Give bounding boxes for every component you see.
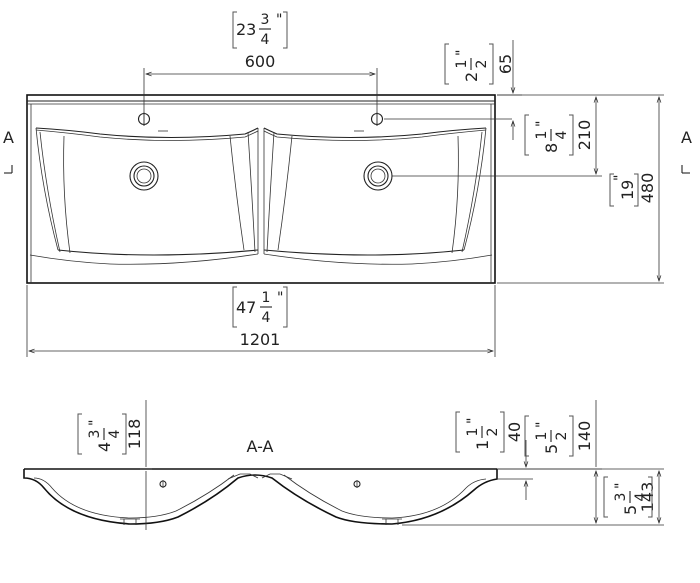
- svg-text:3: 3: [613, 493, 629, 502]
- total-height-inch: 5 3 4 ": [603, 476, 653, 518]
- svg-text:3: 3: [261, 12, 270, 28]
- svg-text:4: 4: [262, 310, 271, 326]
- svg-text:": ": [534, 121, 550, 127]
- svg-text:": ": [465, 418, 481, 424]
- right-bowl: [263, 127, 493, 265]
- drain-left: [129, 161, 159, 191]
- svg-text:": ": [277, 290, 283, 306]
- svg-text:1: 1: [454, 60, 470, 69]
- depth-dimension: 480 19 ": [497, 94, 664, 284]
- bowl-depth-dimension: 140 5 1 2 ": [524, 400, 602, 523]
- svg-text:4: 4: [554, 130, 570, 139]
- svg-text:4: 4: [95, 442, 114, 452]
- svg-text:": ": [534, 422, 550, 428]
- basin-outline: [26, 94, 496, 284]
- svg-text:5: 5: [621, 505, 640, 515]
- svg-text:": ": [612, 175, 628, 181]
- drain-offset-mm: 210: [575, 120, 594, 151]
- depth-inch: 19 ": [609, 173, 639, 207]
- section-marker-right: A: [681, 128, 692, 174]
- drain-offset-inch: 8 1 4 ": [524, 114, 574, 156]
- svg-text:2: 2: [474, 60, 490, 69]
- rim-height-mm: 118: [125, 419, 144, 450]
- svg-text:47: 47: [236, 298, 256, 317]
- section-title: A-A: [247, 437, 274, 456]
- svg-text:4: 4: [261, 32, 270, 48]
- svg-text:": ": [454, 50, 470, 56]
- svg-text:2: 2: [462, 72, 481, 82]
- depth-mm: 480: [638, 173, 657, 204]
- total-height-dimension: 143 5 3 4 ": [402, 468, 664, 526]
- svg-text:": ": [87, 420, 103, 426]
- bowl-depth-inch: 5 1 2 ": [524, 415, 574, 457]
- tap-spacing-dimension: 600 23 3 4 ": [143, 11, 378, 126]
- drain-offset-dimension: 210 8 1 4 ": [384, 94, 602, 177]
- svg-text:4: 4: [633, 492, 649, 501]
- width-inch: 47 1 4 ": [232, 286, 288, 328]
- svg-text:5: 5: [542, 444, 561, 454]
- width-mm: 1201: [240, 330, 281, 349]
- tap-offset-mm: 65: [496, 54, 515, 74]
- section-view: A-A 118 4: [23, 400, 664, 530]
- svg-text:19: 19: [618, 180, 637, 200]
- svg-text:1: 1: [534, 131, 550, 140]
- rim-height-dimension: 118 4 3 4 ": [77, 400, 152, 530]
- svg-text:4: 4: [107, 429, 123, 438]
- drain-right: [363, 161, 393, 191]
- svg-text:1: 1: [473, 440, 492, 450]
- section-letter-left: A: [3, 128, 14, 147]
- section-letter-right: A: [681, 128, 692, 147]
- svg-text:8: 8: [542, 143, 561, 153]
- svg-text:": ": [276, 12, 282, 28]
- top-view: A A 600 23 3 4 ": [3, 11, 692, 357]
- thickness-mm: 40: [505, 422, 524, 442]
- section-marker-left: A: [3, 128, 14, 174]
- svg-text:2: 2: [554, 432, 570, 441]
- svg-text:23: 23: [236, 20, 256, 39]
- svg-text:1: 1: [465, 428, 481, 437]
- svg-text:": ": [613, 483, 629, 489]
- width-dimension: 1201 47 1 4 ": [26, 285, 496, 357]
- tap-spacing-inch: 23 3 4 ": [232, 11, 288, 49]
- tap-offset-inch: 2 1 2 ": [444, 43, 494, 85]
- svg-text:1: 1: [262, 290, 271, 306]
- svg-text:3: 3: [87, 430, 103, 439]
- bowl-depth-mm: 140: [575, 421, 594, 452]
- thickness-dimension: 40 1 1 2 ": [455, 411, 533, 500]
- thickness-inch: 1 1 2 ": [455, 411, 505, 453]
- svg-text:2: 2: [485, 428, 501, 437]
- svg-text:1: 1: [534, 432, 550, 441]
- left-bowl: [29, 127, 259, 265]
- rim-height-inch: 4 3 4 ": [77, 413, 127, 455]
- tap-offset-dimension: 65 2 1 2 ": [444, 40, 522, 140]
- tap-spacing-mm: 600: [245, 52, 276, 71]
- section-profile: [23, 468, 498, 525]
